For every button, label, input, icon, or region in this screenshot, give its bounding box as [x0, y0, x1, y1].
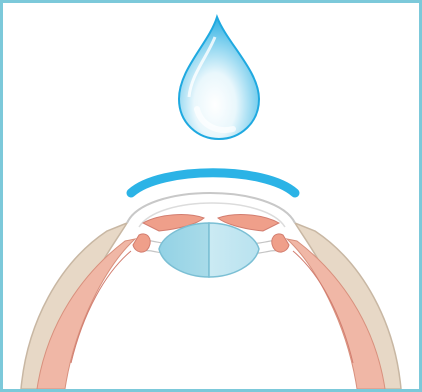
water-drop-icon [179, 17, 259, 139]
contact-lens-icon [131, 173, 295, 193]
eye-diagram [3, 3, 419, 389]
eye-cross-section-icon [21, 193, 401, 389]
